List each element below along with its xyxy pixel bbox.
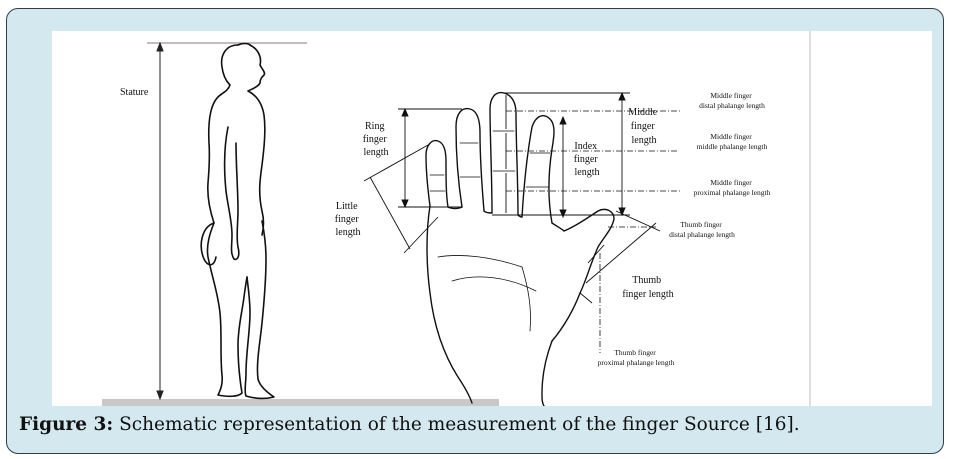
figure-image: Stature xyxy=(52,31,932,406)
caption-text: Schematic representation of the measurem… xyxy=(113,414,799,435)
measurement-lines xyxy=(364,93,660,303)
middle-proximal-label: Middle finger proximal phalange length xyxy=(694,178,771,197)
index-length-label: Index finger length xyxy=(574,141,600,178)
middle-length-label: Middle finger length xyxy=(628,107,659,146)
middle-middle-label: Middle finger middle phalange length xyxy=(697,132,768,151)
stature-label: Stature xyxy=(120,87,149,98)
human-silhouette xyxy=(201,44,274,399)
stature-arrow xyxy=(157,43,163,399)
thumb-distal-label: Thumb finger distal phalange length xyxy=(669,220,735,239)
hand-outline xyxy=(426,93,614,406)
hand-labels: Ring finger length Little finger length … xyxy=(335,107,674,300)
ring-length-label: Ring finger length xyxy=(363,121,389,158)
ground-bar xyxy=(102,399,499,406)
caption-label: Figure 3: xyxy=(19,414,113,435)
thumb-proximal-label: Thumb finger proximal phalange length xyxy=(598,348,675,367)
figure-frame: Stature xyxy=(6,8,944,454)
middle-distal-label: Middle finger distal phalange length xyxy=(699,91,765,110)
phalange-labels: Middle finger distal phalange length Mid… xyxy=(598,91,771,367)
finger-measurement-diagram: Stature xyxy=(52,31,932,406)
thumb-length-label: Thumb finger length xyxy=(622,275,673,300)
figure-caption: Figure 3: Schematic representation of th… xyxy=(19,414,939,435)
little-length-label: Little finger length xyxy=(335,201,361,238)
